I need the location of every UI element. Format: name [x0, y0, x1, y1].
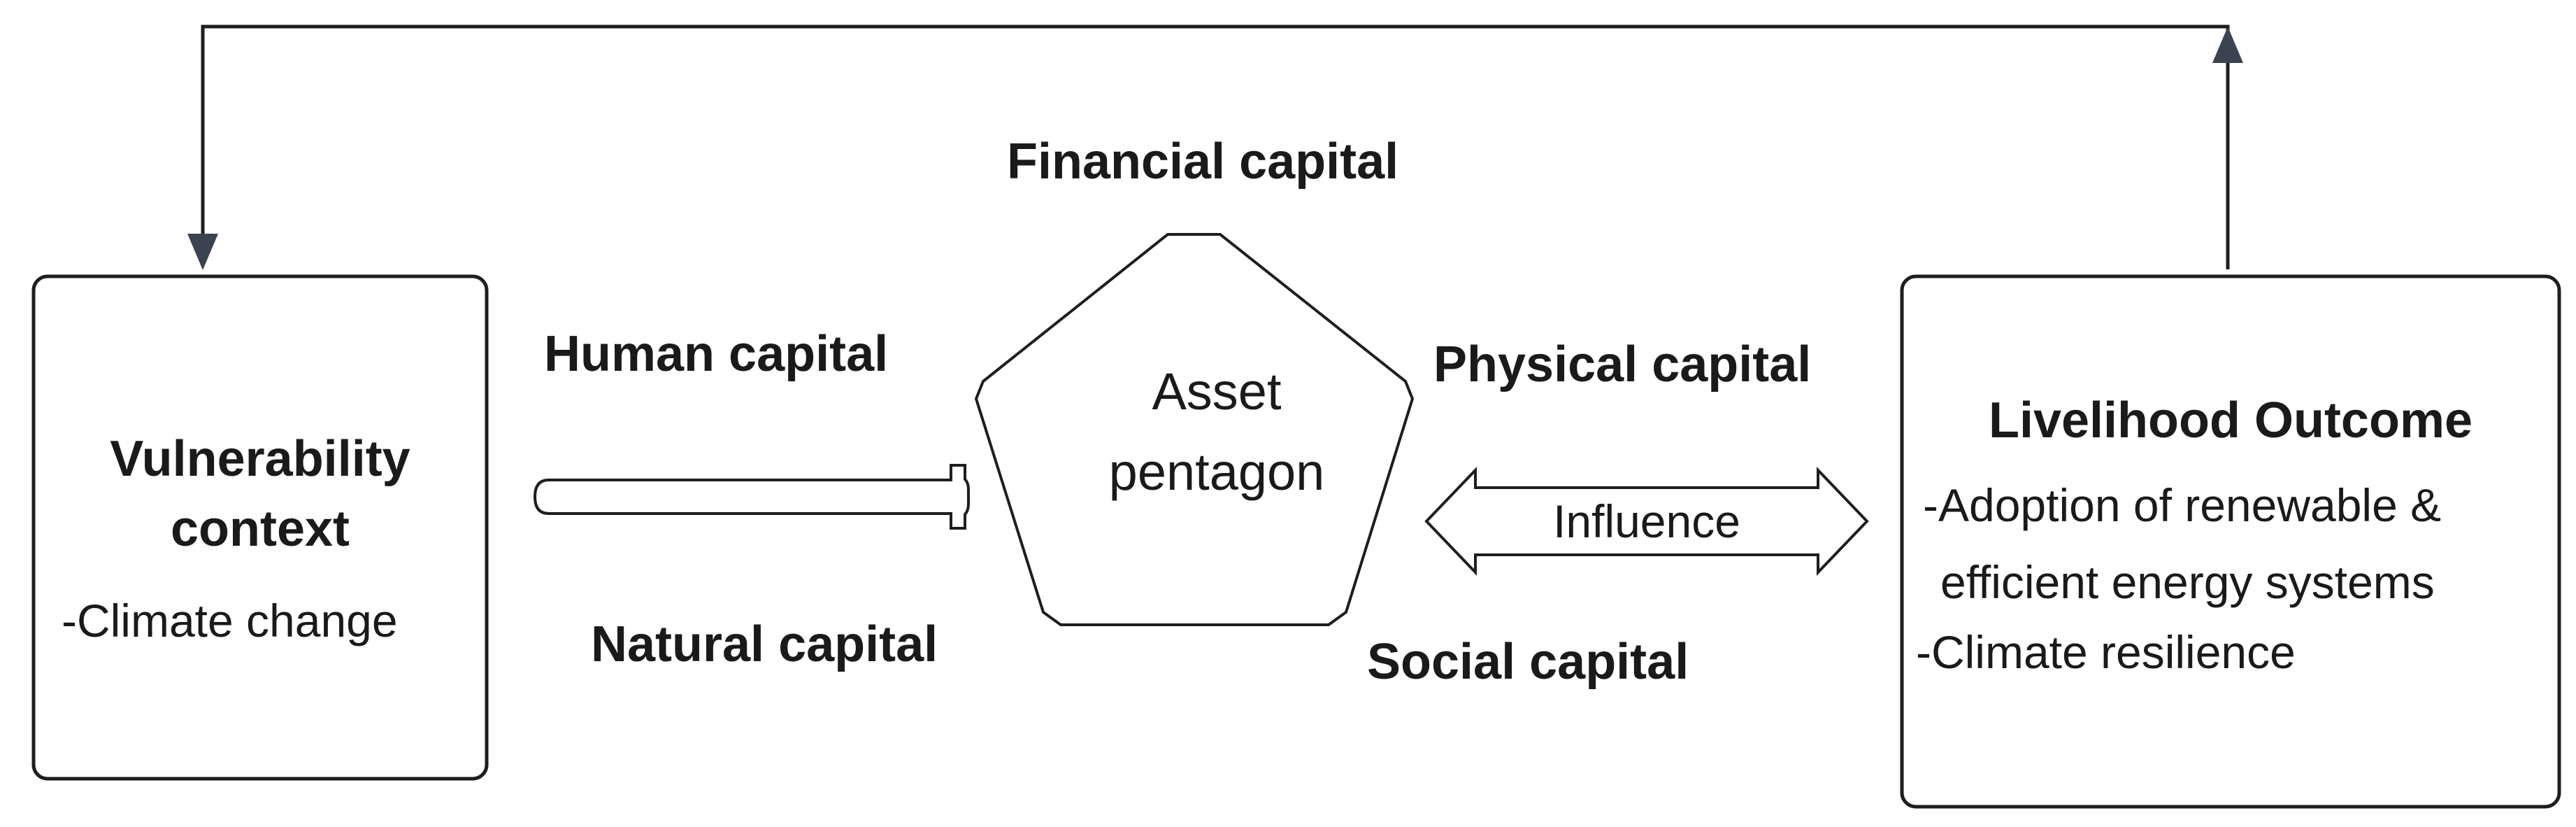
- double-block-arrow-body: [1424, 467, 1869, 576]
- asset-pentagon-shape: [974, 233, 1415, 626]
- outcome-item2: -Climate resilience: [1916, 626, 2296, 678]
- pentagon-label-line2: pentagon: [1109, 443, 1325, 501]
- feedback-loop-connector: [187, 24, 2243, 270]
- vulnerability-title-line1: Vulnerability: [110, 431, 410, 487]
- vulnerability-item-climate-change: -Climate change: [62, 595, 398, 646]
- vulnerability-box-frame: [31, 274, 489, 781]
- pentagon-label-line1: Asset: [1152, 362, 1282, 420]
- vulnerability-title-line2: context: [171, 501, 350, 557]
- influence-label: Influence: [1553, 495, 1740, 547]
- financial-capital-label: Financial capital: [1007, 134, 1398, 190]
- natural-capital-label: Natural capital: [591, 616, 938, 672]
- outcome-item1-line2: efficient energy systems: [1940, 556, 2435, 608]
- influence-double-arrow: Influence: [1424, 467, 1869, 576]
- human-capital-label: Human capital: [544, 326, 888, 382]
- vulnerability-to-pentagon-arrow: [533, 464, 970, 530]
- outcome-box-frame: [1900, 274, 2561, 809]
- feedback-loop-line: [201, 24, 2230, 269]
- outcome-title: Livelihood Outcome: [1989, 393, 2473, 448]
- vulnerability-context-box: Vulnerability context -Climate change: [31, 274, 489, 781]
- feedback-arrowhead-up: [2212, 27, 2243, 63]
- feedback-arrowhead-down: [187, 234, 218, 270]
- livelihood-outcome-box: Livelihood Outcome -Adoption of renewabl…: [1900, 274, 2561, 809]
- asset-pentagon: Asset pentagon: [974, 233, 1415, 626]
- social-capital-label: Social capital: [1367, 634, 1689, 690]
- outcome-item1-line1: -Adoption of renewable &: [1923, 479, 2441, 531]
- block-arrow-right: [533, 464, 970, 530]
- physical-capital-label: Physical capital: [1433, 337, 1811, 393]
